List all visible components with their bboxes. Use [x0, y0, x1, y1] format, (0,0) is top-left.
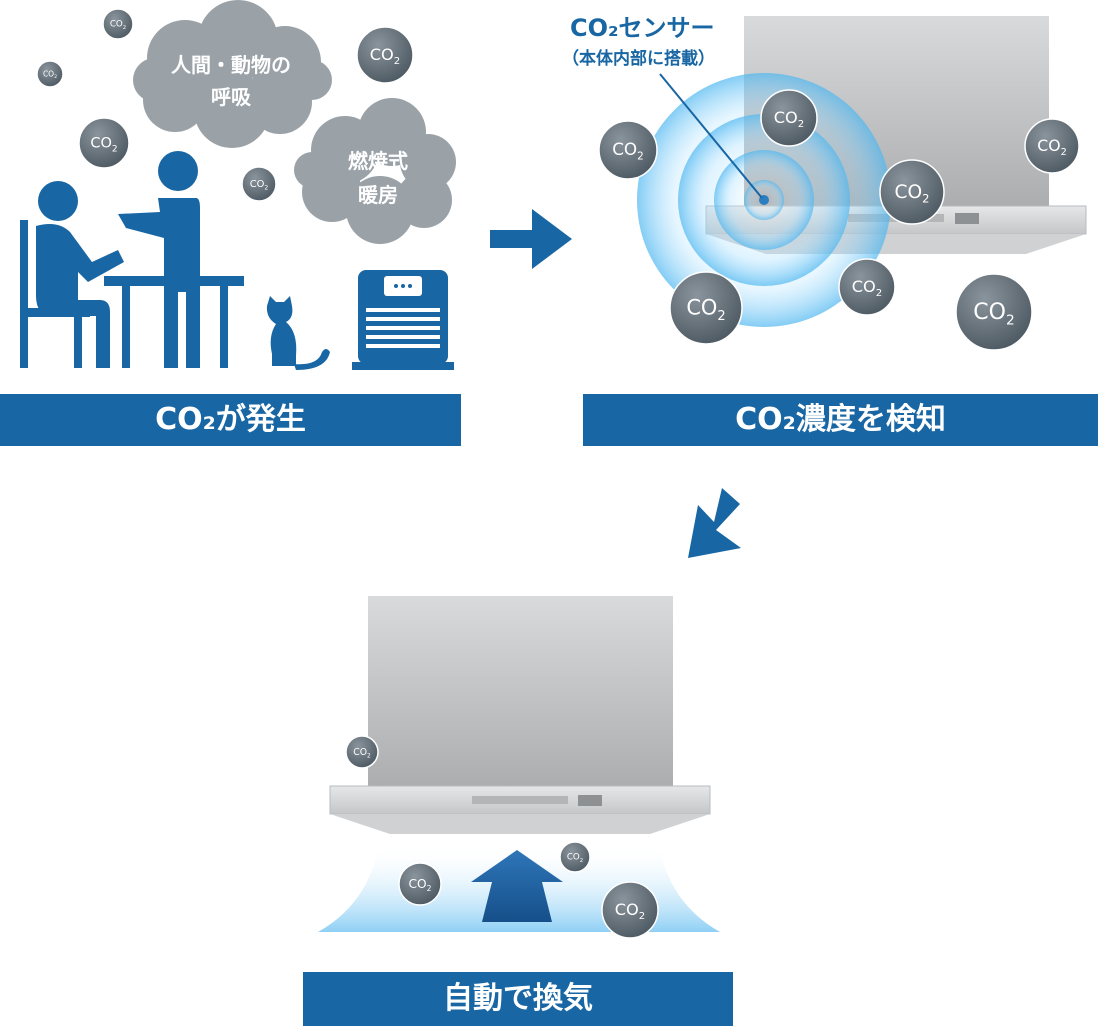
co2-bubble: CO2 [760, 89, 818, 147]
co2-bubble: CO2 [36, 60, 64, 88]
cloud-heater-line2: 暖房 [358, 183, 398, 207]
co2-bubble: CO2 [356, 26, 414, 84]
co2-bubble: CO2 [955, 273, 1033, 351]
co2-bubble-label: CO2 [567, 853, 583, 864]
co2-bubble: CO2 [241, 166, 277, 202]
step1-banner: CO₂が発生 [0, 394, 461, 446]
co2-bubble: CO2 [598, 120, 658, 180]
co2-bubble-label: CO2 [353, 747, 371, 759]
cloud-breath [133, 0, 332, 148]
arrow-right-icon [490, 209, 572, 269]
co2-bubble-label: CO2 [895, 182, 930, 206]
cloud-breath-line2: 呼吸 [211, 85, 252, 109]
co2-bubble-label: CO2 [615, 900, 645, 922]
co2-bubble: CO2 [398, 862, 442, 906]
cloud-heater [294, 98, 456, 244]
co2-bubble-label: CO2 [110, 20, 126, 31]
co2-bubble: CO2 [559, 841, 591, 873]
sensor-note: （本体内部に搭載） [562, 48, 715, 69]
co2-bubble: CO2 [102, 8, 134, 40]
co2-bubble: CO2 [838, 258, 896, 316]
co2-bubble: CO2 [1024, 118, 1080, 174]
co2-bubble-label: CO2 [90, 136, 117, 155]
co2-bubble-label: CO2 [370, 45, 400, 67]
co2-bubble: CO2 [601, 881, 659, 939]
co2-bubble-label: CO2 [852, 277, 882, 299]
step3-banner: 自動で換気 [303, 972, 733, 1026]
range-hood-icon [329, 596, 711, 834]
co2-bubble-label: CO2 [409, 877, 432, 893]
cloud-breath-line1: 人間・動物の [171, 53, 291, 77]
airflow-up-arrow-icon [471, 850, 563, 922]
co2-bubble-label: CO2 [774, 108, 804, 130]
step2-banner: CO₂濃度を検知 [583, 394, 1098, 446]
cat-icon [266, 296, 330, 370]
co2-bubble: CO2 [669, 271, 743, 345]
arrow-down-left-icon [688, 488, 741, 558]
co2-bubble-label: CO2 [250, 179, 269, 192]
co2-bubble-label: CO2 [1037, 136, 1066, 158]
sensor-wave-icon [637, 73, 891, 327]
co2-bubble-label: CO2 [43, 69, 57, 80]
sensor-pointer-line [659, 73, 763, 199]
co2-bubble: CO2 [879, 159, 945, 225]
co2-bubble: CO2 [345, 735, 379, 769]
co2-bubble-label: CO2 [612, 139, 644, 162]
people-at-table-icon [20, 151, 244, 368]
cloud-heater-line1: 燃焼式 [348, 149, 408, 173]
co2-bubble: CO2 [78, 117, 130, 169]
heater-icon [352, 270, 454, 370]
sensor-title: CO₂センサー [570, 14, 715, 42]
